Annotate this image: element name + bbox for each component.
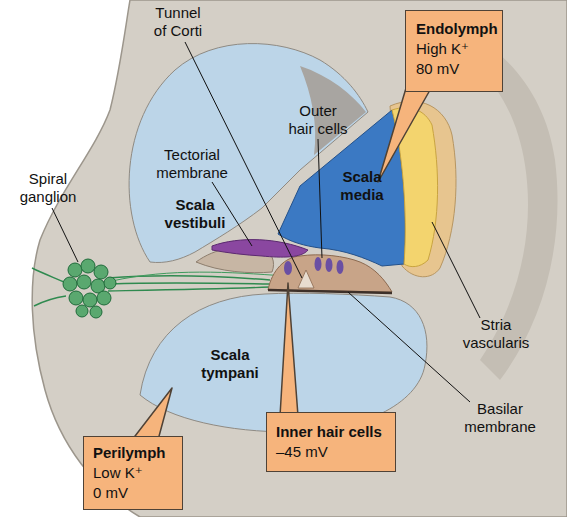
ganglion-cell — [77, 275, 91, 289]
leader-line — [52, 208, 78, 262]
structure-label: Stria vascularis — [460, 316, 532, 352]
leader-line — [318, 139, 322, 258]
structure-label: Scala tympani — [197, 346, 263, 382]
nerve-fiber — [32, 268, 64, 282]
ganglion-cell — [94, 265, 108, 279]
structure-label: Tectorial membrane — [154, 146, 230, 182]
leader-line — [432, 222, 480, 318]
ganglion-cell — [97, 291, 111, 305]
ganglion-cell — [83, 293, 97, 307]
callout-heading: Endolymph — [416, 19, 492, 39]
callout-box: PerilymphLow K⁺ 0 mV — [83, 436, 183, 510]
nerve-fiber — [112, 272, 285, 281]
callout-pointers — [132, 68, 430, 440]
leader-lines — [52, 42, 480, 402]
nerve-fiber — [108, 287, 270, 291]
callout-heading: Perilymph — [93, 443, 173, 463]
basilar-membrane — [268, 290, 392, 293]
inner-hair-cell — [284, 261, 292, 275]
callout-value: High K⁺ 80 mV — [416, 39, 476, 79]
organ-of-corti — [268, 255, 392, 292]
ganglion-cell — [68, 263, 82, 277]
ganglion-cell — [76, 305, 88, 317]
ganglion-cell — [69, 291, 83, 305]
callout-value: –45 mV — [276, 442, 386, 462]
callout-heading: Inner hair cells — [276, 422, 386, 442]
spiral-ganglion-cells — [63, 259, 116, 318]
ganglion-cell — [90, 306, 102, 318]
structure-label: Scala media — [332, 168, 392, 204]
structure-label: Basilar membrane — [461, 400, 539, 436]
structure-label: Spiral ganglion — [17, 170, 79, 206]
temporal-bone — [32, 0, 567, 517]
nerve-fiber — [110, 283, 272, 284]
leader-line — [348, 292, 470, 402]
callout-pointer — [280, 283, 298, 416]
tunnel-of-corti — [298, 270, 314, 288]
nerve-fiber — [108, 276, 270, 280]
ganglion-cell — [104, 277, 116, 289]
structure-label: Outer hair cells — [286, 102, 350, 138]
tectorial-membrane — [212, 240, 308, 258]
callout-value: Low K⁺ 0 mV — [93, 463, 148, 503]
callout-box: Inner hair cells–45 mV — [266, 412, 396, 472]
outer-hair-cell — [337, 260, 344, 274]
outer-hair-cell — [315, 257, 322, 271]
callout-box: EndolymphHigh K⁺ 80 mV — [405, 10, 503, 92]
callout-pointer — [132, 388, 172, 440]
ganglion-cell — [81, 259, 95, 273]
nerve-fiber — [34, 296, 66, 306]
structure-label: Scala vestibuli — [160, 196, 230, 232]
ganglion-cell — [63, 277, 77, 291]
outer-hair-cell — [326, 258, 333, 272]
structure-label: Tunnel of Corti — [148, 4, 208, 40]
